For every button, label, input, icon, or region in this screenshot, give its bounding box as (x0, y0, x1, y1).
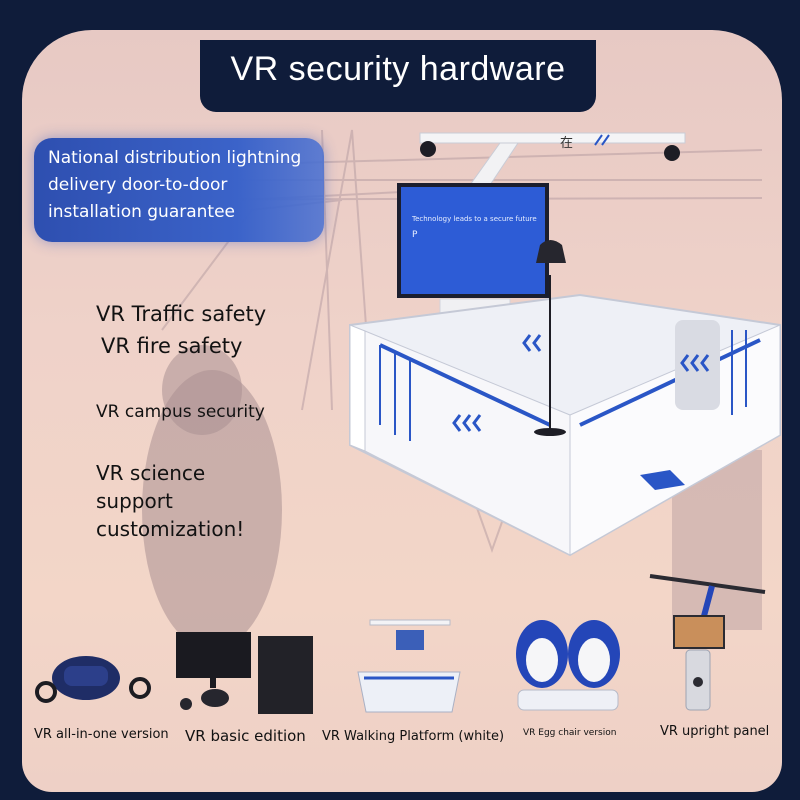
egg-seat-left (526, 638, 558, 682)
chevron-icon-right (680, 354, 710, 372)
monitor-screen (401, 187, 545, 294)
page-title: VR security hardware (230, 50, 566, 88)
upright-knob-icon (693, 677, 703, 687)
feature-customization: customization! (96, 517, 245, 541)
screen-letter: P (412, 230, 418, 240)
wall-stripe-front (379, 343, 551, 427)
feature-fire-safety: VR fire safety (101, 334, 243, 358)
platform-base (357, 671, 461, 713)
monitor-icon (176, 632, 251, 678)
vr-headset-icon (536, 240, 566, 263)
upright-screen (673, 615, 725, 649)
platform-rig-bar (369, 619, 451, 626)
platform-monitor (396, 630, 424, 650)
rig-stripes (594, 134, 610, 146)
product-label-egg-chair: VR Egg chair version (523, 728, 617, 738)
chevron-icon-front (452, 414, 482, 432)
controller-left-icon (35, 681, 57, 703)
egg-seat-right (578, 638, 610, 682)
feature-science: VR science (96, 461, 206, 485)
monitor-neck (210, 678, 216, 688)
feature-campus-security: VR campus security (96, 402, 265, 422)
wall-panel-right (675, 320, 720, 410)
feature-traffic-safety: VR Traffic safety (96, 302, 267, 326)
tracking-sensor-right (664, 145, 680, 161)
feature-support: support (96, 489, 173, 513)
product-basic-edition-image (176, 632, 313, 714)
wall-stripes-left (379, 345, 411, 441)
headset-icon (201, 689, 229, 707)
pc-tower-icon (258, 636, 313, 714)
product-label-basic-edition: VR basic edition (185, 727, 306, 745)
product-label-upright-panel: VR upright panel (660, 724, 770, 739)
chevron-icon-back (522, 334, 542, 352)
controller-right-icon (129, 677, 151, 699)
product-all-in-one-image (35, 656, 151, 703)
headset-visor (64, 666, 108, 686)
product-label-walking-platform: VR Walking Platform (white) (322, 729, 505, 744)
vr-platform-illustration: 在 Technology leads to a secure future P (349, 132, 781, 557)
headset-stand-base (534, 428, 566, 436)
floor-marker (640, 470, 685, 490)
product-walking-platform-image (357, 619, 461, 713)
overhead-rig-bar (419, 132, 686, 144)
product-label-all-in-one: VR all-in-one version (34, 727, 169, 742)
promo-line-3: installation guarantee (48, 202, 236, 222)
upright-support (701, 585, 715, 617)
title-tab (200, 40, 596, 112)
product-upright-panel-image (649, 574, 766, 711)
tracking-sensor-left (420, 141, 436, 157)
enclosure-left-wall (349, 324, 366, 452)
rig-label: 在 (560, 136, 573, 151)
wall-stripe-right (579, 338, 761, 427)
product-egg-chair-image (516, 620, 620, 711)
egg-chair-base (517, 689, 619, 711)
controller-icon (180, 698, 192, 710)
wall-stripes-right (731, 330, 747, 415)
screen-headline: Technology leads to a secure future (411, 215, 537, 223)
promo-banner (34, 138, 324, 242)
upright-arm (649, 574, 766, 594)
promo-line-2: delivery door-to-door (48, 175, 228, 195)
rig-arm (469, 142, 519, 186)
promo-line-1: National distribution lightning (48, 148, 302, 168)
